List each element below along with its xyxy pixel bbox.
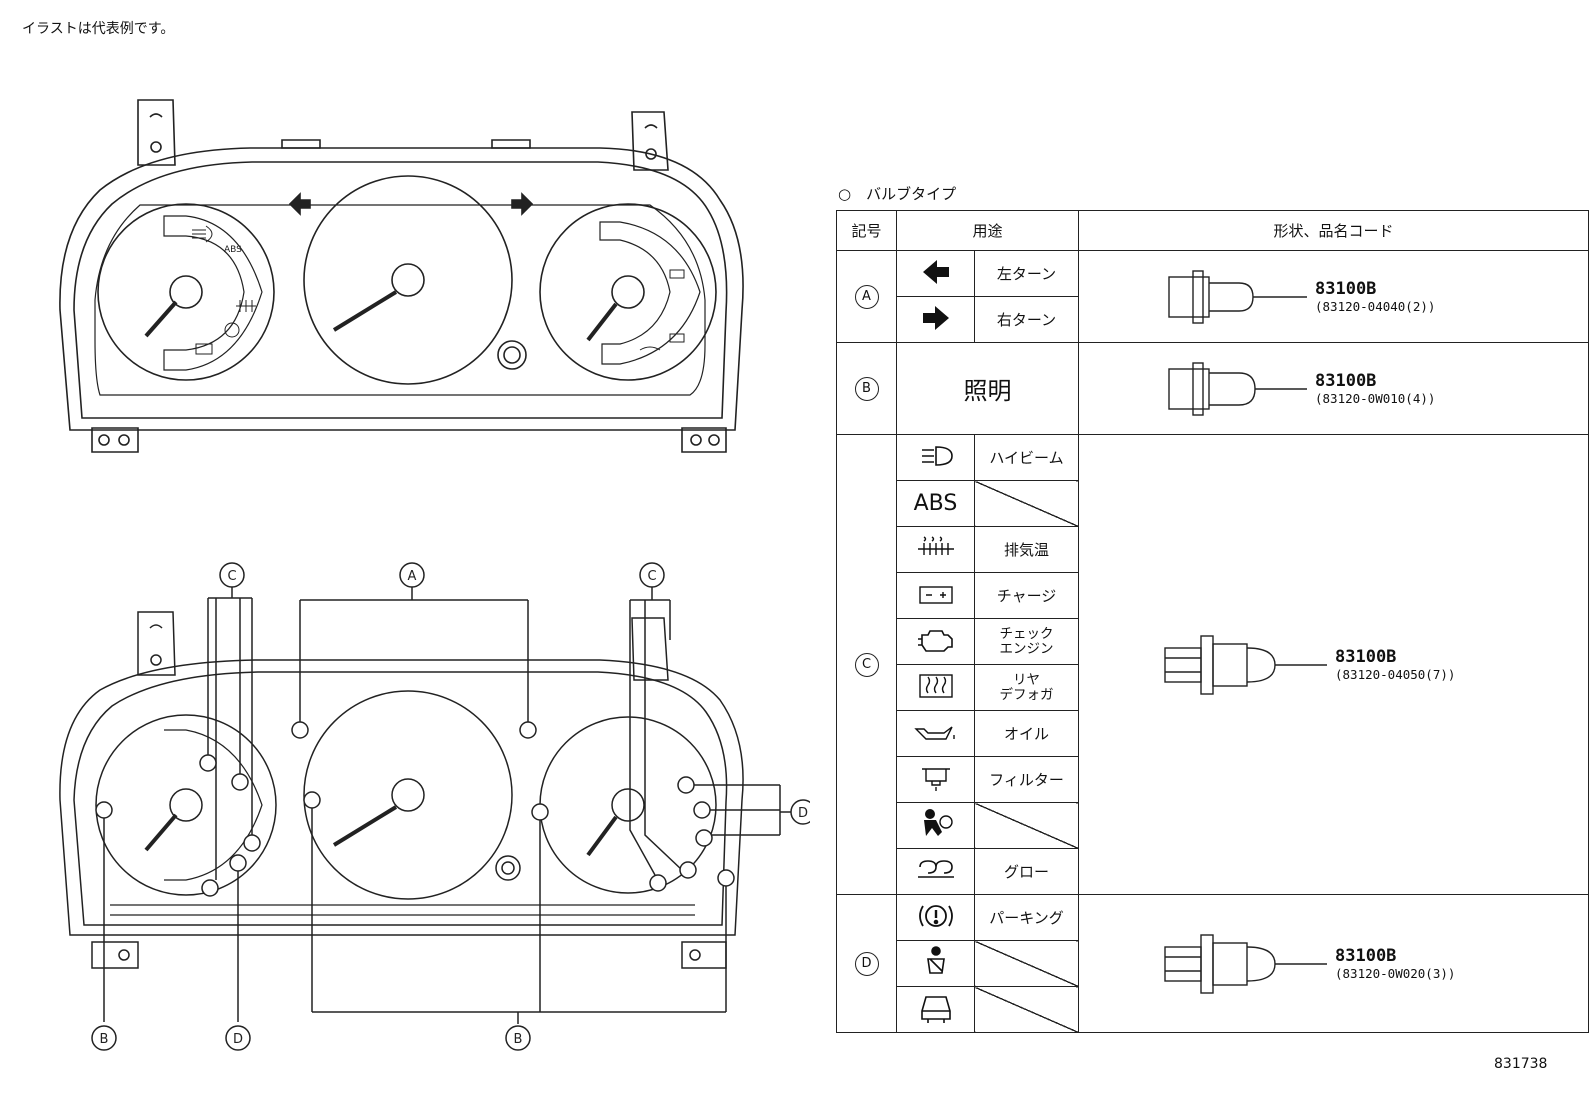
left-turn-icon xyxy=(922,259,949,284)
symbol-d: D xyxy=(854,951,879,976)
abs-label-top: ABS xyxy=(224,245,242,255)
usage-rear-defogger: リヤ デフォガ xyxy=(974,664,1079,711)
usage-door-blank xyxy=(974,986,1079,1033)
bulb-shape-d-icon xyxy=(1164,933,1327,994)
rear-defogger-icon xyxy=(918,673,953,698)
oil-icon xyxy=(913,725,955,740)
part-b: (83120-0W010(4)) xyxy=(1315,391,1436,406)
callout-a: A xyxy=(408,569,417,584)
usage-right-turn: 右ターン xyxy=(974,296,1079,343)
symbol-a: A xyxy=(854,284,879,309)
exhaust-temp-icon xyxy=(917,535,954,555)
code-d: 83100B xyxy=(1335,946,1397,966)
bulb-shape-c-icon xyxy=(1164,634,1327,695)
usage-airbag-blank xyxy=(974,802,1079,849)
symbol-b: B xyxy=(854,376,879,401)
header-usage: 用途 xyxy=(896,210,1079,251)
usage-high-beam: ハイビーム xyxy=(974,434,1079,481)
parking-brake-icon xyxy=(918,904,953,927)
part-c: (83120-04050(7)) xyxy=(1335,667,1456,682)
usage-illumination: 照明 xyxy=(896,342,1079,435)
cluster-drawing-top: ABS xyxy=(59,99,744,453)
usage-oil: オイル xyxy=(974,710,1079,757)
right-turn-icon xyxy=(922,305,949,330)
bulb-table: 記号 用途 形状、品名コード A 左ターン 83100B (83120-0404… xyxy=(836,210,1589,1033)
high-beam-icon xyxy=(921,445,953,466)
bulb-shape-b-icon xyxy=(1168,361,1307,416)
airbag-icon xyxy=(923,808,953,836)
usage-parking: パーキング xyxy=(974,894,1079,941)
usage-left-turn: 左ターン xyxy=(974,250,1079,297)
symbol-c: C xyxy=(854,652,879,677)
reference-number: 831738 xyxy=(1494,1056,1548,1072)
part-a: (83120-04040(2)) xyxy=(1315,299,1436,314)
code-a: 83100B xyxy=(1315,279,1377,299)
usage-glow: グロー xyxy=(974,848,1079,895)
battery-icon xyxy=(918,585,953,604)
callout-b-bottom: B xyxy=(514,1032,523,1047)
usage-exhaust-temp: 排気温 xyxy=(974,526,1079,573)
usage-filter: フィルター xyxy=(974,756,1079,803)
filter-icon xyxy=(921,767,950,791)
callout-d-bottom: D xyxy=(233,1032,243,1047)
check-engine-icon xyxy=(917,629,953,652)
usage-abs-blank xyxy=(974,480,1079,527)
callout-c-right: C xyxy=(647,569,656,584)
cluster-drawing-bottom: A C C D B D B xyxy=(59,562,810,1051)
callout-d-right: D xyxy=(798,806,808,821)
usage-seatbelt-blank xyxy=(974,940,1079,987)
usage-check-engine: チェック エンジン xyxy=(974,618,1079,665)
glow-icon xyxy=(917,859,954,878)
bulb-shape-a-icon xyxy=(1168,269,1307,324)
callout-b-left: B xyxy=(100,1032,109,1047)
door-ajar-icon xyxy=(920,995,951,1023)
code-b: 83100B xyxy=(1315,371,1377,391)
callout-c-left: C xyxy=(227,569,236,584)
seatbelt-icon xyxy=(926,945,945,974)
header-shape: 形状、品名コード xyxy=(1078,210,1589,251)
abs-icon: ABS xyxy=(896,480,975,527)
note-text: イラストは代表例です。 xyxy=(22,21,175,37)
usage-charge: チャージ xyxy=(974,572,1079,619)
header-symbol: 記号 xyxy=(836,210,897,251)
code-c: 83100B xyxy=(1335,647,1397,667)
legend-title: ○ バルブタイプ xyxy=(838,185,957,203)
part-d: (83120-0W020(3)) xyxy=(1335,966,1456,981)
